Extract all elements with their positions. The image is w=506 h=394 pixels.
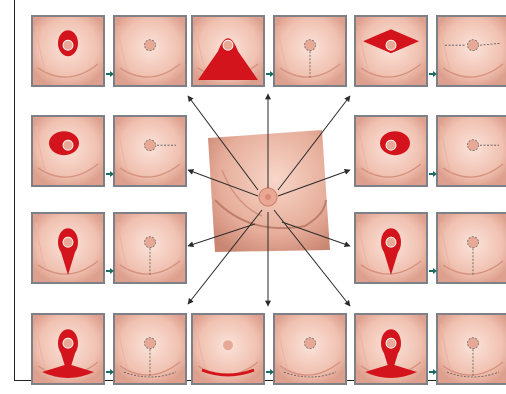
panel-pair-10: [355, 314, 506, 384]
panel-pair-4: [32, 116, 186, 186]
areola-result: [145, 237, 156, 248]
center-nipple: [265, 194, 271, 200]
areola: [63, 237, 73, 247]
areola-result: [468, 140, 479, 151]
areola: [386, 237, 396, 247]
areola: [386, 140, 396, 150]
areola-result: [145, 140, 156, 151]
areola: [63, 40, 73, 50]
panel-pair-8: [32, 314, 186, 384]
panel-skin: [438, 17, 506, 85]
areola-result: [468, 237, 479, 248]
panel-pair-1: [32, 16, 186, 86]
areola: [63, 338, 73, 348]
panel-skin: [438, 117, 506, 185]
areola-result: [305, 338, 316, 349]
areola: [386, 338, 396, 348]
panel-pair-9: [192, 314, 346, 384]
panel-pair-2: [192, 16, 346, 86]
panel-pair-5: [355, 116, 506, 186]
areola-result: [145, 40, 156, 51]
areola: [63, 140, 73, 150]
areola-result: [468, 40, 479, 51]
panel-after: [437, 213, 506, 283]
panel-after: [437, 16, 506, 86]
areola-result: [305, 40, 316, 51]
panel-pair-6: [32, 213, 186, 283]
panel-skin: [438, 214, 506, 282]
areola: [223, 340, 233, 350]
panel-pair-7: [355, 213, 506, 283]
panel-after: [437, 116, 506, 186]
areola-result: [468, 338, 479, 349]
panel-pair-3: [355, 16, 506, 86]
areola: [386, 40, 396, 50]
areola: [223, 40, 233, 50]
areola-result: [145, 338, 156, 349]
